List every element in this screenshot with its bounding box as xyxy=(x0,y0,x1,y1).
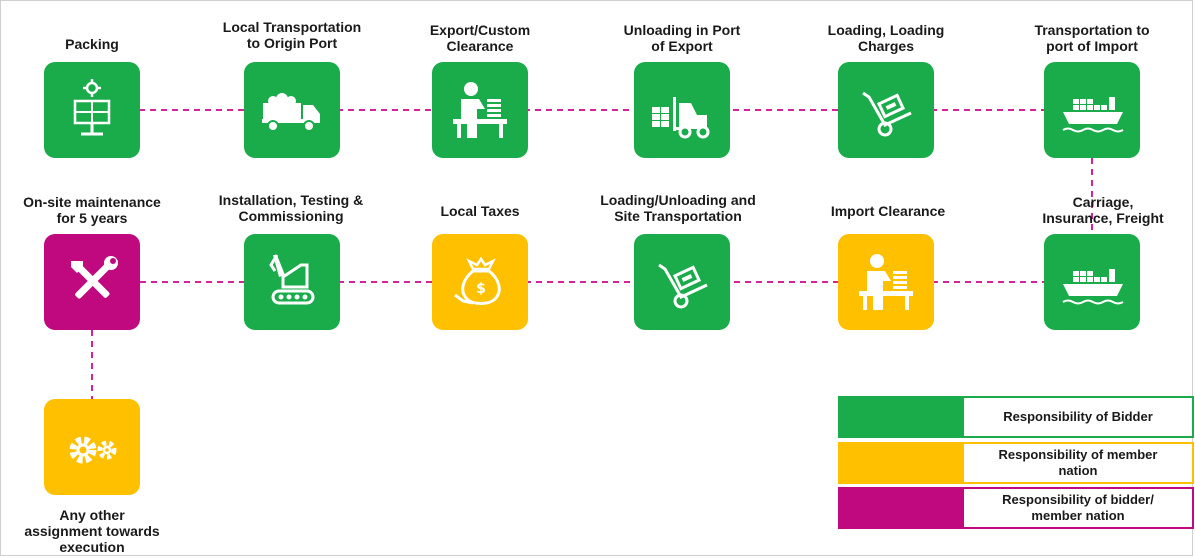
step-label-cif: Carriage, Insurance, Freight xyxy=(1042,194,1164,226)
step-tile-cif xyxy=(1044,234,1140,330)
gears-icon xyxy=(69,436,117,464)
legend-label-member-nation: Responsibility of member nation xyxy=(998,447,1158,478)
svg-text:$: $ xyxy=(476,281,486,297)
legend-swatch-member-nation xyxy=(838,442,966,484)
forklift-icon xyxy=(652,97,710,139)
truck-icon xyxy=(262,93,320,132)
step-tile-unloading-export xyxy=(634,62,730,158)
solar-panel-gear-icon xyxy=(73,79,111,136)
legend-item-member-nation: Responsibility of member nation xyxy=(962,442,1194,484)
step-label-local-taxes: Local Taxes xyxy=(440,203,520,219)
step-tile-loading-charges xyxy=(838,62,934,158)
legend-item-bidder: Responsibility of Bidder xyxy=(962,396,1194,438)
step-label-transport-import: Transportation to port of Import xyxy=(1034,22,1150,54)
step-label-export-clearance: Export/Custom Clearance xyxy=(429,22,531,54)
excavator-icon xyxy=(269,254,315,305)
tools-icon xyxy=(71,256,118,299)
step-tile-site-transport xyxy=(634,234,730,330)
step-label-other-assignment: Any other assignment towards execution xyxy=(24,507,160,555)
step-tile-local-transport xyxy=(244,62,340,158)
hand-truck-icon xyxy=(658,263,708,309)
legend-swatch-bidder xyxy=(838,396,966,438)
step-tile-other-assignment xyxy=(44,399,140,495)
step-tile-export-clearance xyxy=(432,62,528,158)
step-label-site-transport: Loading/Unloading and Site Transportatio… xyxy=(600,192,756,224)
legend-swatch-bidder-member xyxy=(838,487,966,529)
hand-truck-icon xyxy=(862,91,912,137)
step-label-packing: Packing xyxy=(65,36,119,52)
step-tile-installation xyxy=(244,234,340,330)
step-label-unloading-export: Unloading in Port of Export xyxy=(623,22,741,54)
legend-item-bidder-member: Responsibility of bidder/ member nation xyxy=(962,487,1194,529)
step-label-onsite-maintenance: On-site maintenance for 5 years xyxy=(23,194,161,226)
legend-label-bidder-member: Responsibility of bidder/ member nation xyxy=(1002,492,1154,523)
money-bag-icon: $ xyxy=(454,256,501,305)
step-label-loading-charges: Loading, Loading Charges xyxy=(827,22,945,54)
step-tile-import-clearance xyxy=(838,234,934,330)
step-tile-local-taxes: $ xyxy=(432,234,528,330)
person-at-desk-icon xyxy=(859,254,913,310)
cargo-ship-icon xyxy=(1062,269,1124,305)
step-label-import-clearance: Import Clearance xyxy=(830,203,946,219)
step-tile-onsite-maintenance xyxy=(44,234,140,330)
step-label-local-transport: Local Transportation to Origin Port xyxy=(222,19,362,51)
step-tile-packing xyxy=(44,62,140,158)
step-label-installation: Installation, Testing & Commissioning xyxy=(218,192,364,224)
legend-label-bidder: Responsibility of Bidder xyxy=(1003,409,1153,424)
person-at-desk-icon xyxy=(453,82,507,138)
step-tile-transport-import xyxy=(1044,62,1140,158)
cargo-ship-icon xyxy=(1062,97,1124,133)
